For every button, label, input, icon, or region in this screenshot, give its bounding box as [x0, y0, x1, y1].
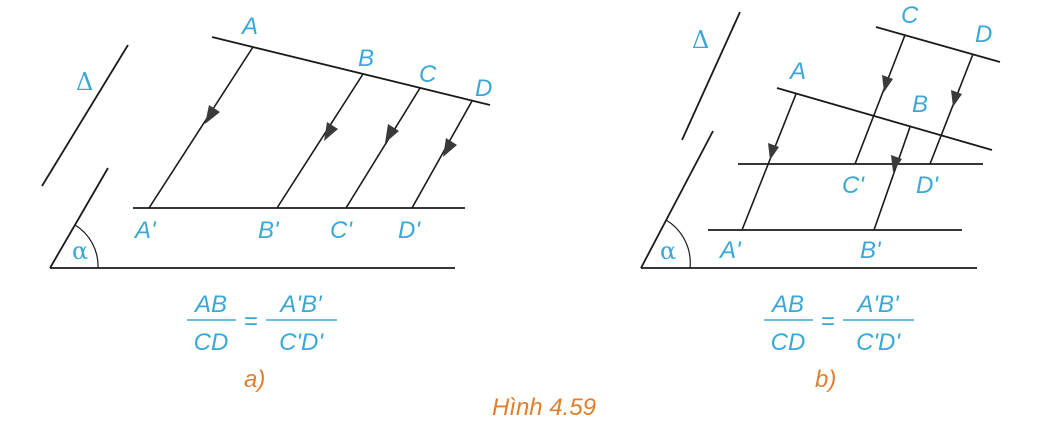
line-ab-b	[776, 87, 993, 151]
formula-a: AB CD = A'B' C'D'	[187, 291, 337, 356]
proj-c-b	[854, 34, 906, 165]
proj-a-b	[741, 93, 797, 231]
formula-rhs-num-a: A'B'	[278, 291, 323, 318]
formula-equals-a: =	[244, 308, 258, 335]
arrow-c-b	[882, 75, 893, 92]
label-point-a-a: A	[240, 13, 258, 40]
arrow-a-b	[768, 143, 779, 160]
arrow-b-b	[891, 155, 902, 172]
formula-equals-b: =	[821, 308, 835, 335]
proj-a-a	[148, 46, 254, 209]
label-point-c-b: C	[901, 2, 919, 29]
arrow-b-a	[324, 122, 338, 141]
formula-b: AB CD = A'B' C'D'	[764, 291, 914, 356]
angle-ray-b	[640, 130, 714, 269]
proj-c-a	[345, 87, 421, 209]
proj-d-a	[411, 100, 473, 209]
angle-arc-a	[74, 224, 99, 269]
line-abcd-a	[211, 36, 491, 106]
alpha-symbol-a: α	[72, 237, 88, 265]
proj-b-b	[873, 126, 911, 231]
figure-caption: Hình 4.59	[492, 394, 596, 421]
formula-lhs-den-a: CD	[194, 329, 229, 356]
label-image-c-b: C'	[842, 172, 865, 199]
arrow-c-a	[385, 124, 399, 143]
formula-rhs-den-b: C'D'	[856, 329, 901, 356]
proj-b-a	[276, 73, 364, 209]
label-image-b-a: B'	[258, 217, 280, 244]
delta-symbol-a: Δ	[76, 68, 93, 96]
label-image-a-a: A'	[133, 217, 157, 244]
label-image-d-a: D'	[398, 217, 421, 244]
formula-lhs-den-b: CD	[771, 329, 806, 356]
arrow-d-a	[443, 138, 457, 157]
label-point-c-a: C	[419, 61, 437, 88]
label-point-a-b: A	[788, 58, 806, 85]
formula-lhs-num-a: AB	[193, 291, 227, 318]
label-point-d-b: D	[975, 21, 992, 48]
label-point-d-a: D	[475, 75, 492, 102]
panel-label-b: b)	[815, 366, 836, 393]
panel-label-a: a)	[244, 366, 265, 393]
panel-a: Δ α A B C D A' B' C' D' AB CD	[41, 13, 492, 393]
arrow-d-b	[951, 90, 962, 107]
label-image-a-b: A'	[718, 237, 742, 264]
formula-rhs-den-a: C'D'	[279, 329, 324, 356]
alpha-symbol-b: α	[660, 237, 676, 265]
line-cd-b	[875, 26, 1001, 63]
proj-d-b	[929, 53, 974, 165]
arrow-a-a	[205, 105, 220, 124]
formula-rhs-num-b: A'B'	[855, 291, 900, 318]
angle-ray-a	[49, 167, 109, 269]
formula-lhs-num-b: AB	[770, 291, 804, 318]
panel-b: Δ α C D A B C' D' A' B' AB C	[640, 2, 1001, 393]
label-point-b-a: B	[358, 45, 374, 72]
label-image-d-b: D'	[916, 172, 939, 199]
label-point-b-b: B	[912, 91, 928, 118]
delta-line-b	[681, 11, 741, 141]
angle-arc-b	[665, 219, 691, 269]
label-image-b-b: B'	[860, 237, 882, 264]
delta-line-a	[41, 44, 129, 187]
label-image-c-a: C'	[330, 217, 353, 244]
delta-symbol-b: Δ	[692, 26, 709, 54]
